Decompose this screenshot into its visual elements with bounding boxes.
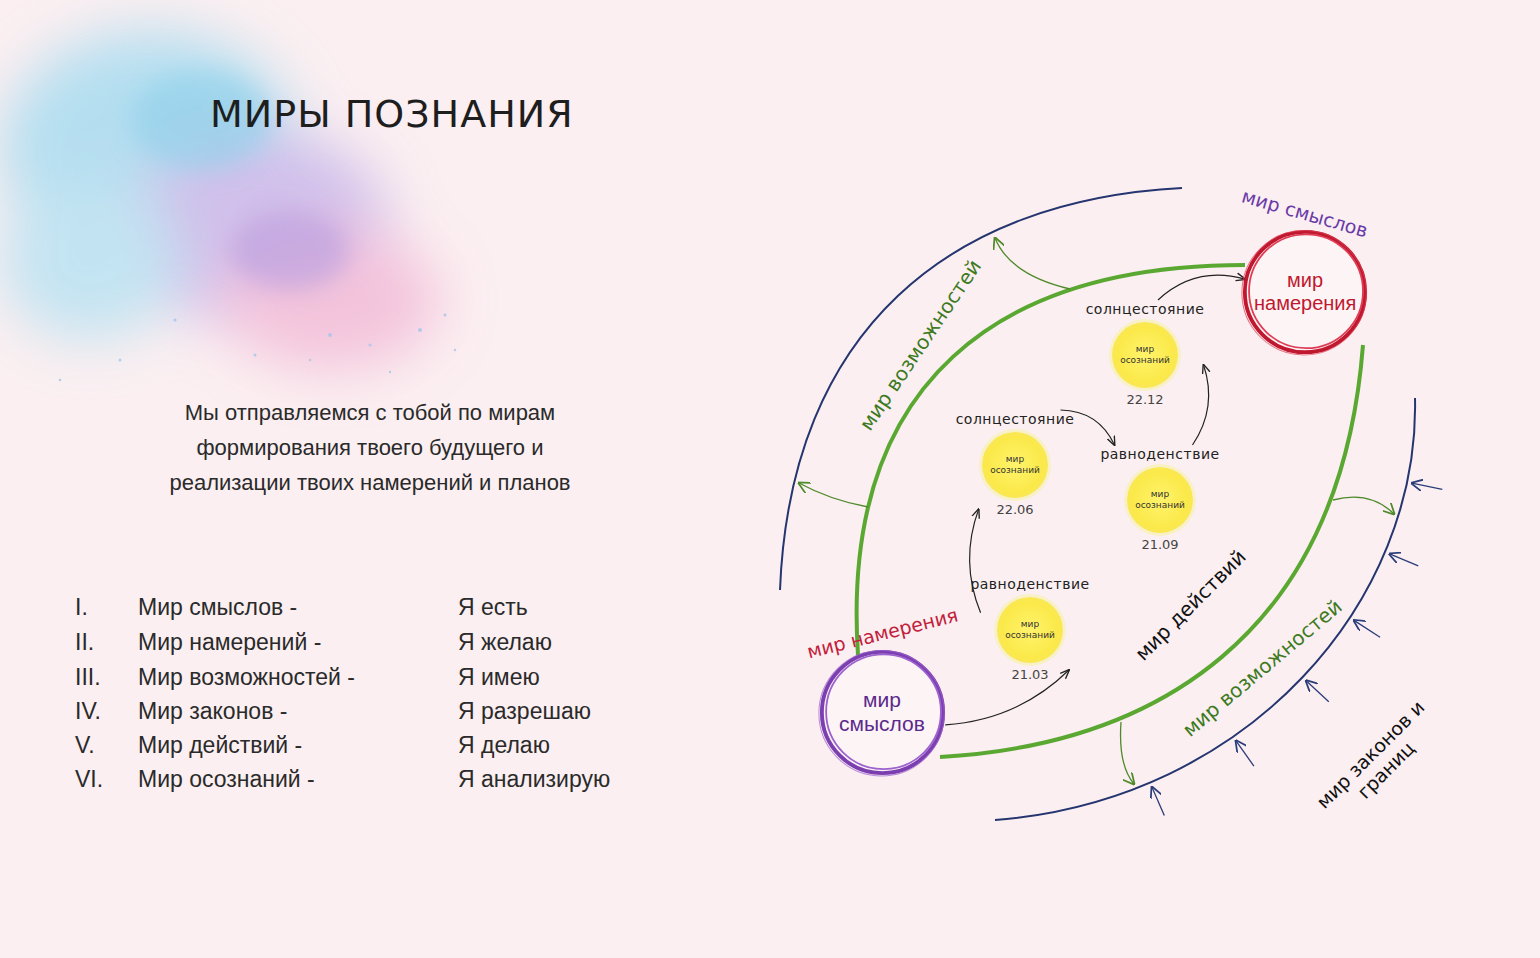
date-label: 22.12 bbox=[1126, 392, 1163, 408]
table-cell: Я есть bbox=[458, 592, 528, 622]
world-circle: мир намерениямир смыслов bbox=[818, 648, 947, 777]
table-cell: Я делаю bbox=[458, 730, 550, 760]
green-arrow bbox=[995, 238, 1070, 289]
awareness-node: солнцестояние мир осознаний 22.06 bbox=[950, 410, 1080, 518]
green-lens-bottom bbox=[940, 345, 1363, 757]
table-cell: Я разрешаю bbox=[458, 696, 591, 726]
awareness-node: равноденствие мир осознаний 21.03 bbox=[965, 575, 1095, 683]
table-cell: Я имею bbox=[458, 662, 540, 692]
table-cell: Мир действий - bbox=[138, 730, 302, 760]
table-cell: V. bbox=[75, 730, 95, 760]
date-label: 22.06 bbox=[996, 502, 1033, 518]
season-heading: солнцестояние bbox=[1086, 300, 1205, 318]
flow-arrow bbox=[1193, 365, 1209, 445]
season-heading: солнцестояние bbox=[956, 410, 1075, 428]
circle-text: мир смыслов bbox=[831, 688, 933, 736]
awareness-text: мир осознаний bbox=[1002, 619, 1058, 641]
page-title: МИРЫ ПОЗНАНИЯ bbox=[210, 92, 574, 136]
intro-text: Мы отправляемся с тобой по мирам формиро… bbox=[150, 395, 590, 500]
world-label: мир законов и границ bbox=[1309, 693, 1446, 830]
circle-text-box: мир намерения bbox=[1241, 228, 1369, 356]
green-arrow bbox=[799, 483, 868, 507]
table-cell: VI. bbox=[75, 764, 103, 794]
blue-arc-top bbox=[780, 188, 1182, 590]
table-cell: II. bbox=[75, 627, 94, 657]
law-arrow bbox=[1390, 554, 1419, 566]
awareness-text: мир осознаний bbox=[987, 454, 1043, 476]
awareness-text: мир осознаний bbox=[1132, 489, 1188, 511]
law-arrow bbox=[1354, 620, 1380, 637]
green-arrow bbox=[1333, 497, 1394, 514]
table-cell: Мир осознаний - bbox=[138, 764, 315, 794]
table-cell: I. bbox=[75, 592, 88, 622]
flow-arrow bbox=[945, 670, 1069, 725]
flow-arrow bbox=[1158, 275, 1245, 300]
table-cell: IV. bbox=[75, 696, 101, 726]
awareness-circle: мир осознаний bbox=[1127, 467, 1193, 533]
awareness-node: солнцестояние мир осознаний 22.12 bbox=[1080, 300, 1210, 408]
world-circle: мир смысловмир намерения bbox=[1241, 228, 1369, 356]
date-label: 21.03 bbox=[1011, 667, 1048, 683]
table-cell: Мир законов - bbox=[138, 696, 287, 726]
awareness-circle: мир осознаний bbox=[982, 432, 1048, 498]
green-arrow bbox=[1121, 722, 1134, 784]
season-heading: равноденствие bbox=[1100, 445, 1219, 463]
awareness-text: мир осознаний bbox=[1117, 344, 1173, 366]
table-cell: Мир намерений - bbox=[138, 627, 321, 657]
circle-text-box: мир смыслов bbox=[818, 648, 947, 777]
law-arrow bbox=[1306, 681, 1329, 702]
circle-text: мир намерения bbox=[1254, 269, 1356, 315]
awareness-node: равноденствие мир осознаний 21.09 bbox=[1095, 445, 1225, 553]
table-cell: Я анализирую bbox=[458, 764, 610, 794]
awareness-circle: мир осознаний bbox=[997, 597, 1063, 663]
date-label: 21.09 bbox=[1141, 537, 1178, 553]
table-cell: III. bbox=[75, 662, 101, 692]
law-arrow bbox=[1412, 483, 1442, 489]
table-cell: Я желаю bbox=[458, 627, 552, 657]
law-arrow bbox=[1152, 787, 1164, 815]
table-cell: Мир возможностей - bbox=[138, 662, 355, 692]
law-arrow bbox=[1236, 741, 1254, 766]
flow-arrow bbox=[970, 509, 981, 612]
season-heading: равноденствие bbox=[970, 575, 1089, 593]
awareness-circle: мир осознаний bbox=[1112, 322, 1178, 388]
table-cell: Мир смыслов - bbox=[138, 592, 297, 622]
